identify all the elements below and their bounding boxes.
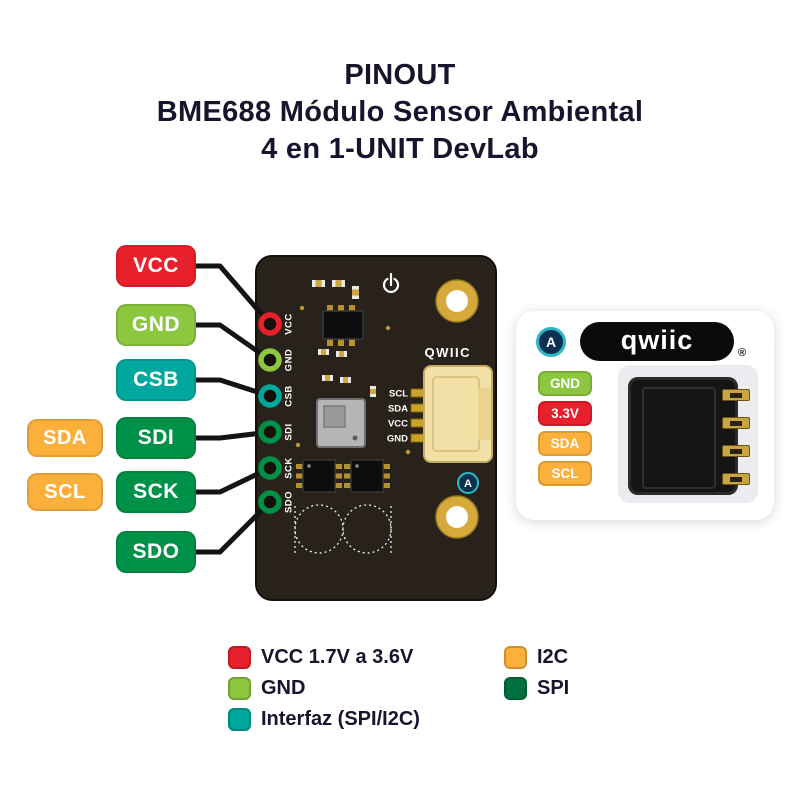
pin-label-vcc: VCC xyxy=(116,245,196,287)
connector-pin-label-gnd: GND xyxy=(387,434,408,445)
legend-label-gnd: GND xyxy=(261,677,306,699)
connector-pin xyxy=(722,473,750,485)
pin-hole-gnd xyxy=(258,348,282,372)
pin-label-gnd: GND xyxy=(116,304,196,346)
pin-hole-sdi xyxy=(258,420,282,444)
pin-chip-33v: 3.3V xyxy=(538,401,592,426)
smd-components xyxy=(312,280,376,397)
maker-logo-a-icon: A xyxy=(457,472,479,494)
qwiic-logo: qwiic xyxy=(580,322,734,361)
legend-swatch-gnd xyxy=(228,677,251,700)
pin-leader-lines xyxy=(191,263,273,555)
back-side-card: A qwiic ® GND 3.3V SDA SCL xyxy=(516,311,774,520)
legend-swatch-interface xyxy=(228,708,251,731)
connector-housing xyxy=(642,387,716,489)
pin-label-sda: SDA xyxy=(27,419,103,457)
mounting-holes xyxy=(435,279,479,539)
power-icon xyxy=(382,272,400,293)
pin-hole-csb xyxy=(258,384,282,408)
pin-hole-sck xyxy=(258,456,282,480)
legend-swatch-vcc xyxy=(228,646,251,669)
legend-item-vcc: VCC 1.7V a 3.6V xyxy=(228,646,413,669)
ic-regulator xyxy=(322,305,364,346)
pin-name-csb: CSB xyxy=(284,385,295,407)
legend-label-i2c: I2C xyxy=(537,646,569,668)
legend-label-spi: SPI xyxy=(537,677,570,699)
connector-pin xyxy=(722,389,750,401)
pin-hole-sdo xyxy=(258,490,282,514)
pin-hole-vcc xyxy=(258,312,282,336)
pin-chip-gnd: GND xyxy=(538,371,592,396)
legend-swatch-i2c xyxy=(504,646,527,669)
svg-text:A: A xyxy=(464,478,472,490)
pin-name-vcc: VCC xyxy=(284,313,295,335)
pin-chip-sda: SDA xyxy=(538,431,592,456)
legend-item-i2c: I2C xyxy=(504,646,568,669)
pin-name-gnd: GND xyxy=(284,349,295,372)
legend-label-interface: Interfaz (SPI/I2C) xyxy=(261,708,420,730)
title-block: PINOUT BME688 Módulo Sensor Ambiental 4 … xyxy=(0,57,800,168)
pin-name-sdo: SDO xyxy=(284,491,295,513)
logo-a-icon: A xyxy=(536,327,566,357)
qwiic-brand-text: QWIIC xyxy=(425,345,472,360)
legend-item-spi: SPI xyxy=(504,677,569,700)
silkscreen-markings xyxy=(294,504,392,556)
sensor-chip xyxy=(316,398,366,448)
connector-pin-label-sda: SDA xyxy=(388,404,408,415)
legend-swatch-spi xyxy=(504,677,527,700)
pin-label-sdo: SDO xyxy=(116,531,196,573)
connector-photo-panel xyxy=(618,365,758,503)
pin-name-sdi: SDI xyxy=(284,423,295,440)
registered-mark: ® xyxy=(738,347,747,359)
pin-label-sdi: SDI xyxy=(116,417,196,459)
connector-pin xyxy=(722,417,750,429)
title-subtitle: 4 en 1-UNIT DevLab xyxy=(261,133,539,165)
title-product: BME688 Módulo Sensor Ambiental xyxy=(156,96,644,128)
connector-pin xyxy=(722,445,750,457)
pin-chip-scl: SCL xyxy=(538,461,592,486)
pin-label-sck: SCK xyxy=(116,471,196,513)
legend-item-gnd: GND xyxy=(228,677,305,700)
pin-name-sck: SCK xyxy=(284,457,295,479)
pin-label-csb: CSB xyxy=(116,359,196,401)
qwiic-connector xyxy=(410,365,493,463)
title-pinout: PINOUT xyxy=(344,59,456,91)
vias xyxy=(295,305,411,455)
pin-label-scl: SCL xyxy=(27,473,103,511)
legend-label-vcc: VCC 1.7V a 3.6V xyxy=(261,646,414,668)
connector-back-image xyxy=(628,377,738,495)
ic-chips-bottom xyxy=(296,459,390,493)
connector-pin-label-scl: SCL xyxy=(389,389,408,400)
connector-pin-label-vcc: VCC xyxy=(388,419,408,430)
legend-item-interface: Interfaz (SPI/I2C) xyxy=(228,708,420,731)
